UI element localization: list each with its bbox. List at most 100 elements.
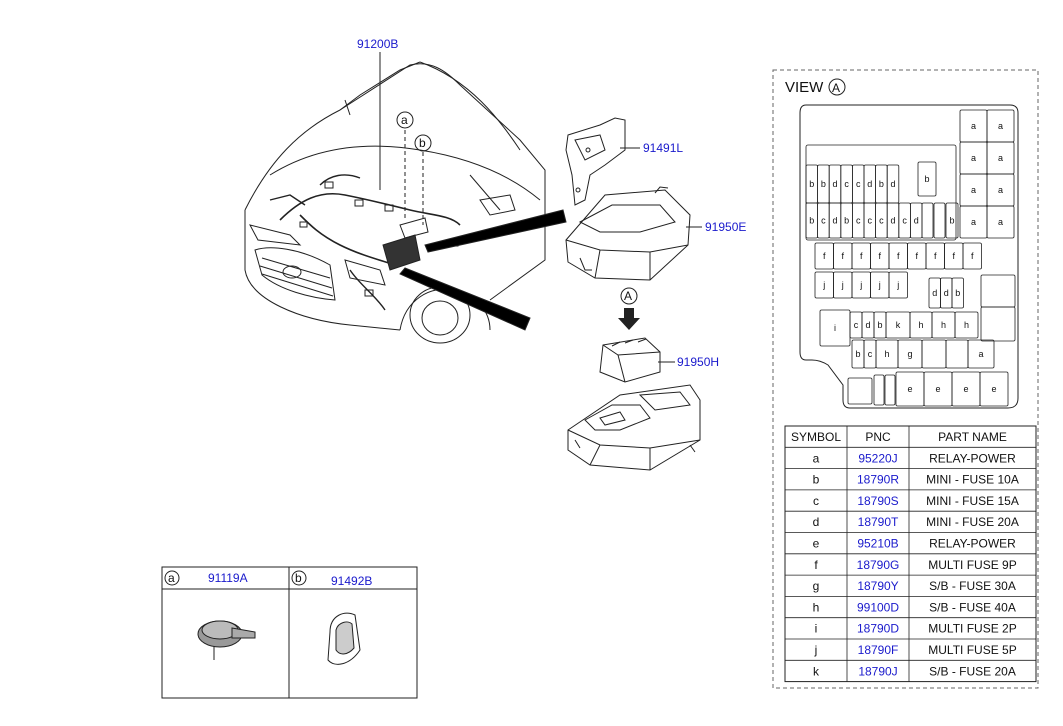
fuse-cell-label: j bbox=[878, 280, 881, 290]
mini-fuse-cell: b bbox=[805, 164, 819, 204]
fuse-cell-label: b bbox=[879, 179, 884, 189]
fuse-cell-label: d bbox=[832, 179, 837, 189]
relay-cell: a bbox=[986, 205, 1015, 239]
multi-fuse-cell: f bbox=[907, 242, 927, 270]
fuse-cell: k bbox=[885, 311, 911, 339]
fuse-cell: h bbox=[909, 311, 933, 339]
fuse-cell-label: j bbox=[859, 280, 862, 290]
fuse-cell-label: a bbox=[998, 217, 1003, 227]
relay-cell: e bbox=[895, 371, 925, 407]
multi-fuse-cell: f bbox=[925, 242, 945, 270]
fuse-cell bbox=[921, 339, 947, 369]
mini-fuse-cell: c bbox=[817, 202, 830, 239]
table-pnc-link[interactable]: 18790F bbox=[858, 643, 899, 657]
multi-fuse-cell: j bbox=[814, 271, 834, 299]
table-pnc-link[interactable]: 18790Y bbox=[857, 579, 898, 593]
cover-callout[interactable]: 91950E bbox=[705, 220, 746, 234]
relay-cell: a bbox=[959, 173, 988, 207]
multi-fuse-cell: j bbox=[851, 271, 871, 299]
fuse-box-outline bbox=[799, 104, 1019, 409]
table-part-name: MULTI FUSE 2P bbox=[928, 622, 1016, 636]
mini-fuse-cell: c bbox=[875, 202, 888, 239]
fuse-cell-label: k bbox=[896, 320, 901, 330]
junction-box-callout[interactable]: 91950H bbox=[677, 355, 719, 369]
bracket-callout[interactable]: 91491L bbox=[643, 141, 683, 155]
table-symbol: f bbox=[814, 558, 818, 572]
fuse-cell-label: a bbox=[998, 153, 1003, 163]
part-a-pnc[interactable]: 91119A bbox=[208, 571, 248, 585]
mini-fuse-cell: b bbox=[945, 202, 959, 239]
fuse-cell-label: d bbox=[832, 216, 837, 226]
empty-cell bbox=[847, 377, 873, 405]
table-pnc-link[interactable]: 95220J bbox=[858, 451, 897, 465]
table-symbol: k bbox=[813, 664, 820, 678]
view-a-arrow bbox=[618, 287, 640, 330]
fuse-cell-label: b bbox=[809, 216, 814, 226]
table-symbol: c bbox=[813, 494, 819, 508]
fuse-cell-label: a bbox=[978, 349, 983, 359]
mini-fuse-cell: b bbox=[805, 202, 819, 239]
multi-fuse-cell: j bbox=[888, 271, 908, 299]
view-marker: A bbox=[832, 81, 840, 95]
fuse-cell-label: a bbox=[971, 185, 976, 195]
fuse-cell-label: e bbox=[935, 384, 940, 394]
empty-cell bbox=[873, 374, 885, 406]
fuse-cell-label: f bbox=[860, 251, 863, 261]
multi-fuse-cell: f bbox=[833, 242, 853, 270]
fuse-cell-label: e bbox=[991, 384, 996, 394]
view-a-marker: A bbox=[624, 289, 632, 303]
fuse-cell: h bbox=[954, 311, 979, 339]
multi-fuse-cell: f bbox=[814, 242, 834, 270]
fuse-cell-label: e bbox=[963, 384, 968, 394]
table-pnc-link[interactable]: 18790G bbox=[857, 558, 900, 572]
fuse-cell-label: a bbox=[971, 121, 976, 131]
view-marker-circle bbox=[828, 78, 846, 96]
table-symbol: h bbox=[813, 600, 820, 614]
fuse-cell-label: h bbox=[964, 320, 969, 330]
table-header: SYMBOL bbox=[791, 430, 841, 444]
table-symbol: b bbox=[813, 473, 820, 487]
table-pnc-link[interactable]: 18790D bbox=[857, 622, 899, 636]
fuse-cell-label: f bbox=[934, 251, 937, 261]
empty-cell bbox=[884, 374, 896, 406]
mini-fuse-cell: d bbox=[828, 164, 842, 204]
cover-illustration bbox=[565, 186, 702, 281]
fuse-cell-label: a bbox=[971, 153, 976, 163]
mini-fuse-cell: d bbox=[828, 202, 842, 239]
multi-fuse-cell: f bbox=[851, 242, 871, 270]
table-pnc-link[interactable]: 18790S bbox=[857, 494, 898, 508]
multi-fuse-cell: i bbox=[819, 309, 851, 347]
mini-fuse-cell: c bbox=[898, 202, 911, 239]
table-symbol: e bbox=[813, 537, 820, 551]
fuse-cell-label: f bbox=[915, 251, 918, 261]
table-pnc-link[interactable]: 18790R bbox=[857, 473, 899, 487]
harness-callout[interactable]: 91200B bbox=[357, 37, 398, 51]
table-pnc-link[interactable]: 18790T bbox=[858, 515, 899, 529]
empty-cell bbox=[980, 306, 1016, 342]
relay-cell: e bbox=[951, 371, 981, 407]
fuse-cell-label: b bbox=[821, 179, 826, 189]
fuse-cell-label: b bbox=[844, 216, 849, 226]
multi-fuse-cell: f bbox=[944, 242, 964, 270]
fuse-cell-label: f bbox=[823, 251, 826, 261]
fuse-cell: b bbox=[851, 339, 865, 369]
table-symbol: d bbox=[813, 515, 820, 529]
table-pnc-link[interactable]: 95210B bbox=[857, 537, 898, 551]
fuse-cell-label: d bbox=[914, 216, 919, 226]
table-symbol: a bbox=[813, 451, 820, 465]
fuse-cell-label: j bbox=[822, 280, 825, 290]
table-part-name: S/B - FUSE 40A bbox=[929, 600, 1016, 614]
table-pnc-link[interactable]: 99100D bbox=[857, 600, 899, 614]
part-b-pnc[interactable]: 91492B bbox=[331, 574, 372, 588]
relay-cell: a bbox=[986, 109, 1015, 143]
fuse-cell-label: b bbox=[924, 174, 929, 184]
fuse-cell-label: b bbox=[949, 216, 954, 226]
table-pnc-link[interactable]: 18790J bbox=[858, 664, 897, 678]
fuse-cell-label: c bbox=[879, 216, 884, 226]
relay-cell: a bbox=[986, 141, 1015, 175]
fuse-cell-label: h bbox=[884, 349, 889, 359]
view-title: VIEW bbox=[785, 79, 824, 96]
fuse-cell-label: d bbox=[867, 179, 872, 189]
